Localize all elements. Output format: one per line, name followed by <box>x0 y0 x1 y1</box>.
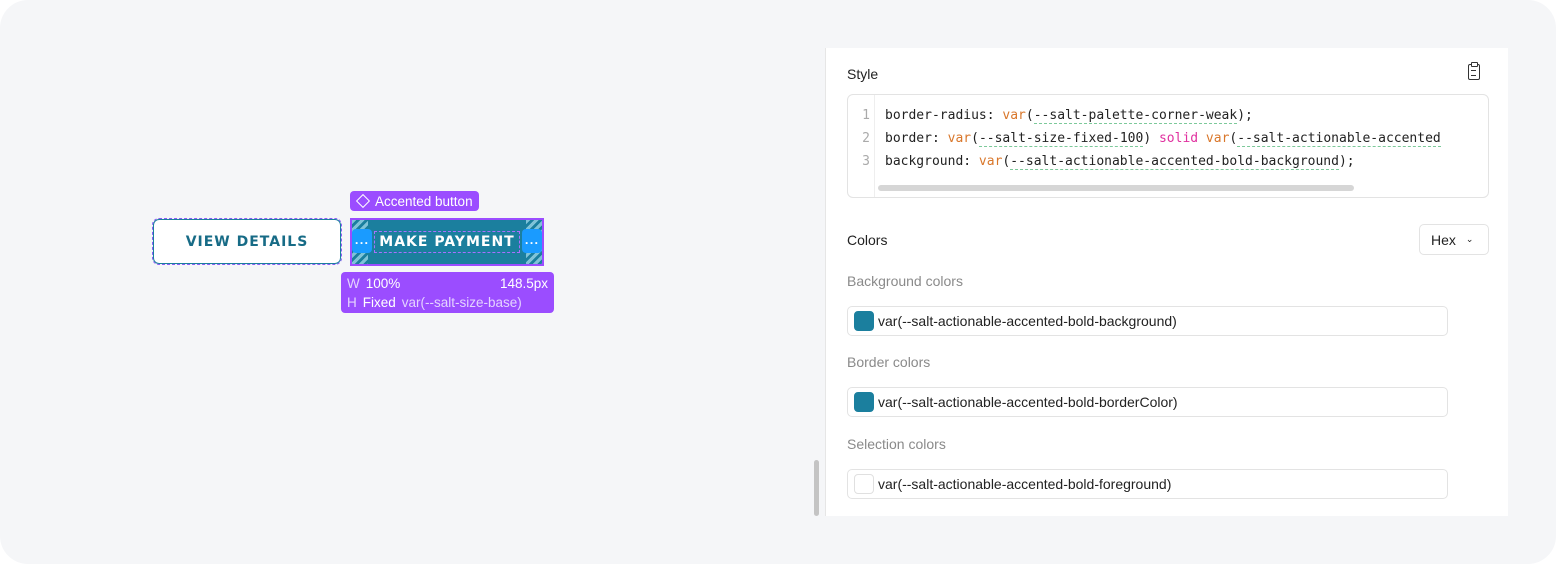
color-swatch <box>854 311 874 331</box>
inspector-panel: Style 1 2 3 border-radius: var(--salt-pa… <box>825 48 1508 516</box>
code-line: border-radius: var(--salt-palette-corner… <box>885 108 1253 124</box>
style-code-block[interactable]: 1 2 3 border-radius: var(--salt-palette-… <box>847 94 1489 198</box>
style-title: Style <box>847 66 879 82</box>
width-label: W <box>347 276 360 291</box>
selection-color-field[interactable]: var(--salt-actionable-accented-bold-fore… <box>847 469 1448 499</box>
height-label: H <box>347 295 357 310</box>
copy-clipboard-icon[interactable] <box>1468 62 1480 80</box>
dimensions-tooltip: W 100% 148.5px H Fixed var(--salt-size-base) <box>341 272 554 313</box>
view-details-button[interactable]: VIEW DETAILS <box>152 218 342 265</box>
line-number: 3 <box>862 154 870 169</box>
border-colors-label: Border colors <box>847 354 931 370</box>
code-horizontal-scrollbar[interactable] <box>878 185 1354 191</box>
color-swatch <box>854 392 874 412</box>
line-number: 2 <box>862 131 870 146</box>
width-value[interactable]: 100% <box>365 276 401 291</box>
color-format-value: Hex <box>1431 231 1456 248</box>
line-number: 1 <box>862 108 870 123</box>
component-diamond-icon <box>355 193 371 209</box>
make-payment-label: MAKE PAYMENT <box>374 231 520 253</box>
component-tag: Accented button <box>350 191 479 211</box>
left-padding-handle[interactable]: ... <box>352 229 372 253</box>
code-line: background: var(--salt-actionable-accent… <box>885 154 1355 170</box>
border-color-field[interactable]: var(--salt-actionable-accented-bold-bord… <box>847 387 1448 417</box>
color-swatch <box>854 474 874 494</box>
color-format-select[interactable]: Hex ⌄ <box>1419 224 1489 255</box>
width-px: 148.5px <box>499 276 548 291</box>
component-tag-label: Accented button <box>375 193 473 209</box>
right-padding-handle[interactable]: ... <box>522 229 542 253</box>
height-value: var(--salt-size-base) <box>401 295 522 310</box>
background-colors-label: Background colors <box>847 273 963 289</box>
colors-title: Colors <box>847 232 888 248</box>
line-gutter: 1 2 3 <box>848 95 875 197</box>
code-line: border: var(--salt-size-fixed-100) solid… <box>885 131 1441 147</box>
background-color-field[interactable]: var(--salt-actionable-accented-bold-back… <box>847 306 1448 336</box>
selection-colors-label: Selection colors <box>847 436 946 452</box>
make-payment-button[interactable]: ... MAKE PAYMENT ... <box>350 218 544 266</box>
panel-scrollbar[interactable] <box>814 460 819 516</box>
height-mode[interactable]: Fixed <box>362 295 396 310</box>
chevron-down-icon: ⌄ <box>1465 234 1474 244</box>
